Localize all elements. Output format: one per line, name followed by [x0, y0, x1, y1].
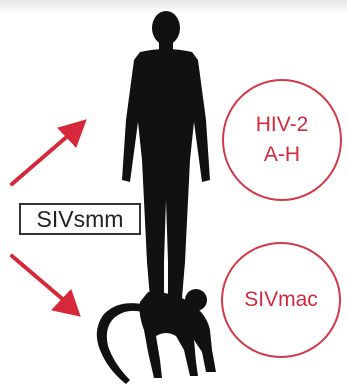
monkey-silhouette-icon: [97, 289, 216, 384]
human-virus-circle: HIV-2 A-H: [222, 79, 342, 201]
monkey-virus-label: SIVmac: [244, 285, 318, 315]
arrow-to-monkey: [12, 256, 80, 316]
monkey-virus-circle: SIVmac: [221, 242, 341, 358]
source-virus-label: SIVsmm: [19, 203, 141, 235]
human-virus-line-2: A-H: [264, 140, 300, 170]
human-virus-line-1: HIV-2: [256, 110, 309, 140]
arrow-to-human: [12, 120, 86, 184]
human-silhouette-icon: [122, 11, 210, 330]
